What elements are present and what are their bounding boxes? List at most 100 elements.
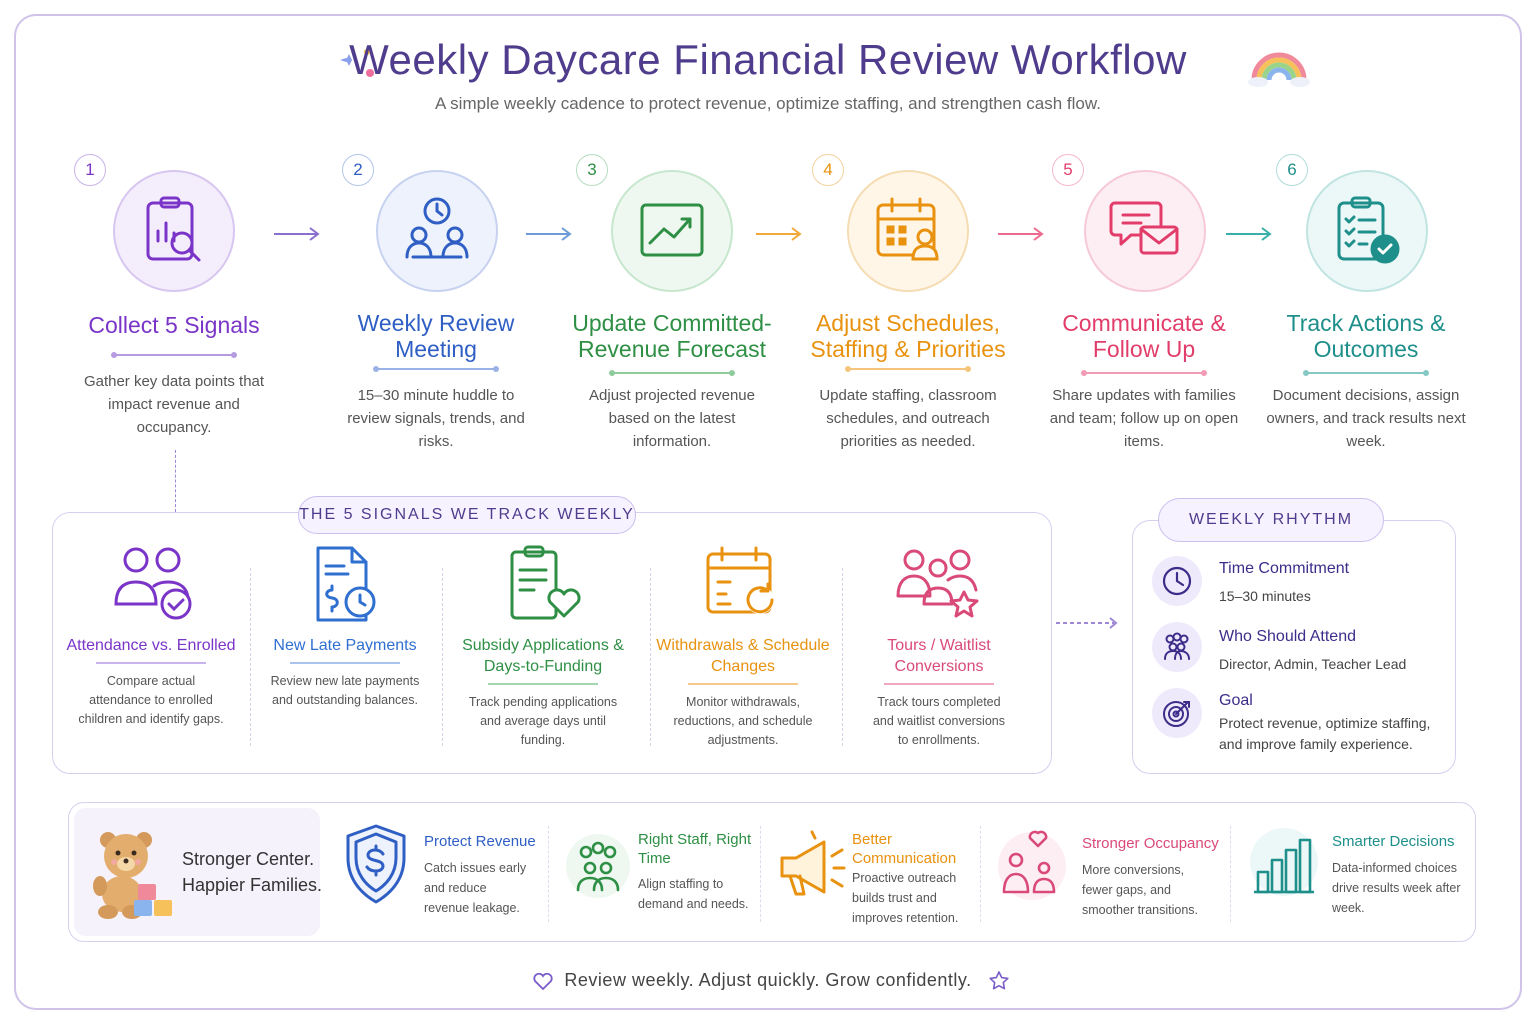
- arrow-right-icon: [274, 227, 320, 241]
- rainbow-icon: [1248, 52, 1310, 87]
- heart-icon: [533, 972, 553, 991]
- step-title: Communicate & Follow Up: [1062, 310, 1226, 362]
- people-icon: [1164, 632, 1190, 660]
- signal-withdrawals: Withdrawals & Schedule Changes Monitor w…: [648, 544, 838, 750]
- group-check-icon: [114, 547, 192, 620]
- signal-divider: [290, 662, 400, 664]
- step-title: Collect 5 Signals: [88, 312, 260, 338]
- step-icon-circle: [376, 170, 498, 292]
- signal-title: New Late Payments: [273, 637, 417, 654]
- megaphone-icon: [780, 830, 846, 896]
- signal-late-payments: New Late Payments Review new late paymen…: [250, 544, 440, 710]
- step-number: 4: [812, 154, 844, 186]
- shield-dollar-icon: [346, 824, 406, 904]
- signal-description: Compare actual attendance to enrolled ch…: [78, 674, 224, 726]
- page-subtitle: A simple weekly cadence to protect reven…: [435, 94, 1101, 113]
- tagline-line-1: Stronger Center.: [182, 849, 315, 869]
- rhythm-item-text: 15–30 minutes: [1219, 588, 1311, 604]
- benefit-separator: [548, 826, 549, 922]
- signal-description: Review new late payments and outstanding…: [270, 674, 420, 707]
- benefit-title: Right Staff, Right Time: [638, 831, 752, 867]
- signal-divider: [884, 683, 994, 685]
- benefit-title: Smarter Decisions: [1332, 833, 1455, 850]
- benefit-separator: [1230, 826, 1231, 922]
- clipboard-heart-icon: [510, 545, 581, 620]
- signals-panel-label: THE 5 SIGNALS WE TRACK WEEKLY: [298, 496, 636, 534]
- rhythm-item-text: Protect revenue, optimize staffing, and …: [1219, 715, 1431, 752]
- step-number: 6: [1276, 154, 1308, 186]
- step-description: Update staffing, classroom schedules, an…: [819, 387, 997, 450]
- signal-title: Attendance vs. Enrolled: [66, 637, 236, 654]
- signal-subsidy: Subsidy Applications & Days-to-Funding T…: [448, 544, 638, 750]
- rhythm-item-title: Who Should Attend: [1219, 628, 1356, 645]
- tagline-line-2: Happier Families.: [182, 875, 323, 895]
- benefit-title: Better Communication: [852, 831, 957, 867]
- step-divider: [111, 352, 237, 358]
- step-number: 2: [342, 154, 374, 186]
- signal-tours: Tours / Waitlist Conversions Track tours…: [844, 544, 1034, 750]
- arrow-right-icon: [526, 227, 572, 241]
- tagline: Stronger Center. Happier Families.: [182, 846, 322, 898]
- family-heart-icon: [998, 830, 1066, 900]
- benefit-separator: [980, 826, 981, 922]
- signal-description: Track pending applications and average d…: [468, 695, 618, 747]
- step-number: 3: [576, 154, 608, 186]
- family-star-icon: [896, 549, 979, 618]
- signal-separator: [650, 568, 651, 746]
- bar-chart-icon: [1250, 828, 1318, 896]
- benefits-band: [68, 802, 1476, 942]
- mascot-panel: [74, 808, 320, 936]
- rhythm-item-title: Goal: [1219, 692, 1253, 709]
- signal-title: Subsidy Applications & Days-to-Funding: [462, 637, 624, 675]
- step-icon-circle: [1306, 170, 1428, 292]
- signal-separator: [442, 568, 443, 746]
- footer-tagline: Review weekly. Adjust quickly. Grow conf…: [564, 970, 972, 990]
- signal-divider: [488, 683, 598, 685]
- benefit-title: Stronger Occupancy: [1082, 835, 1219, 852]
- signal-divider: [688, 683, 798, 685]
- benefit-text: More conversions, fewer gaps, and smooth…: [1082, 863, 1199, 917]
- clock-icon: [1162, 566, 1192, 596]
- step-divider: [845, 366, 971, 372]
- signal-description: Track tours completed and waitlist conve…: [872, 695, 1005, 747]
- step-number: 5: [1052, 154, 1084, 186]
- signal-separator: [250, 568, 251, 746]
- clipboard-chart-icon: [146, 196, 201, 262]
- step-icon-circle: [611, 170, 733, 292]
- connector-line: [175, 450, 176, 512]
- signal-title: Withdrawals & Schedule Changes: [656, 637, 830, 675]
- step-divider: [609, 370, 735, 376]
- arrow-right-icon: [998, 227, 1044, 241]
- rhythm-item-title: Time Commitment: [1219, 560, 1350, 577]
- page-title: Weekly Daycare Financial Review Workflow: [349, 36, 1187, 83]
- step-description: Share updates with families and team; fo…: [1049, 387, 1239, 450]
- benefit-text: Data-informed choices drive results week…: [1332, 861, 1461, 915]
- step-description: Document decisions, assign owners, and t…: [1266, 387, 1466, 450]
- arrow-right-icon: [1226, 227, 1272, 241]
- rhythm-item-text: Director, Admin, Teacher Lead: [1219, 656, 1407, 672]
- signal-divider: [96, 662, 206, 664]
- step-number: 1: [74, 154, 106, 186]
- signal-separator: [842, 568, 843, 746]
- meeting-clock-icon: [405, 197, 469, 259]
- rhythm-panel-label: WEEKLY RHYTHM: [1158, 498, 1384, 542]
- benefit-title: Protect Revenue: [424, 833, 536, 850]
- page-frame: [14, 14, 1522, 1010]
- step-description: Gather key data points that impact reven…: [83, 373, 265, 436]
- team-icon: [566, 834, 630, 898]
- calendar-person-icon: [876, 197, 939, 261]
- sparkle-icon: [340, 49, 374, 77]
- signal-title: Tours / Waitlist Conversions: [887, 637, 991, 675]
- header: Weekly Daycare Financial Review Workflow: [0, 36, 1536, 84]
- step-icon-circle: [113, 170, 235, 292]
- star-icon: [989, 971, 1009, 990]
- step-title: Update Committed-Revenue Forecast: [572, 310, 772, 362]
- benefit-separator: [760, 826, 761, 922]
- step-divider: [1303, 370, 1429, 376]
- benefit-text: Align staffing to demand and needs.: [638, 877, 749, 911]
- step-icon-circle: [847, 170, 969, 292]
- trend-chart-icon: [640, 203, 704, 257]
- invoice-clock-icon: [316, 546, 376, 622]
- target-icon: [1163, 701, 1190, 727]
- arrow-right-icon: [1056, 617, 1118, 629]
